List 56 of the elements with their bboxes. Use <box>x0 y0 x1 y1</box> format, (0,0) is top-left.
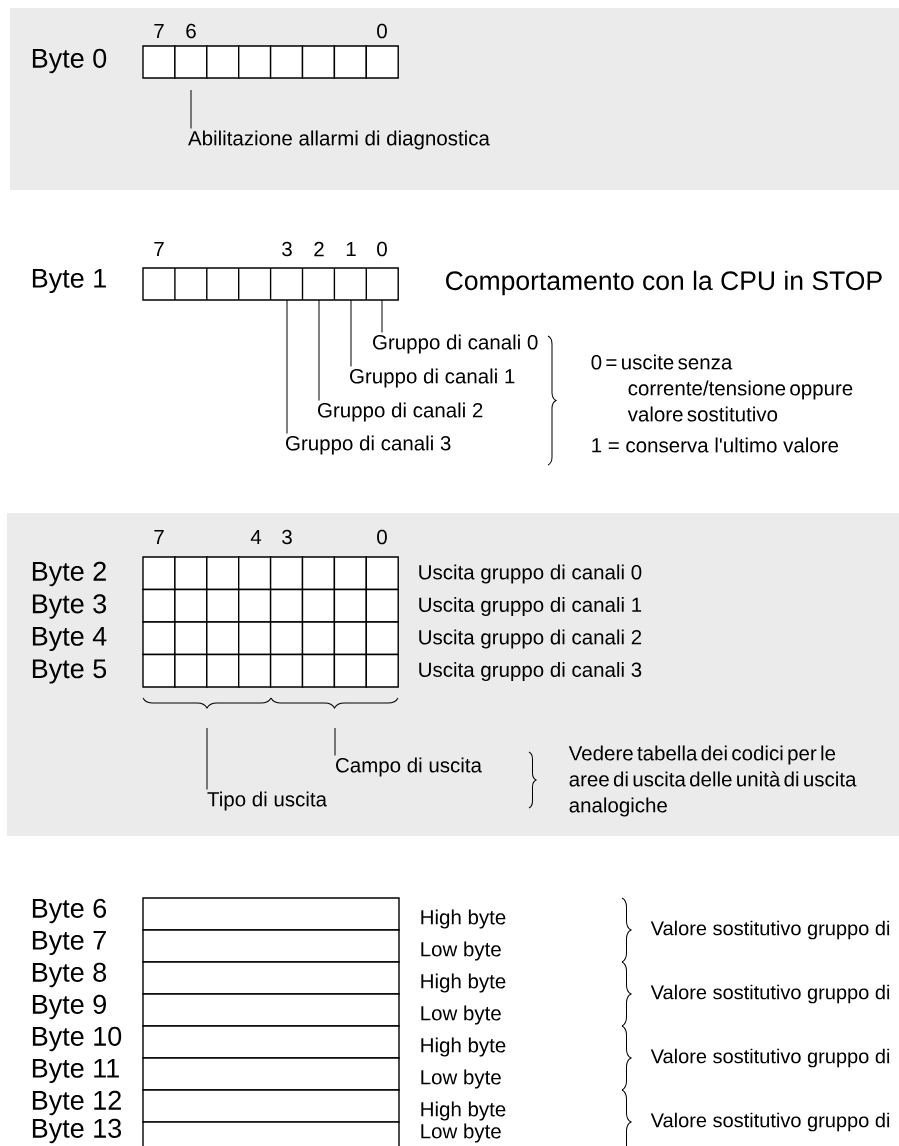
byte-label: Byte 3 <box>32 594 107 619</box>
note-text: Valore sostitutivo gruppo di <box>650 920 890 940</box>
note-text: Valore sostitutivo gruppo di <box>650 984 890 1004</box>
row-label: Uscita gruppo di canali 1 <box>419 596 642 617</box>
leader-label: Gruppo di canali 2 <box>318 402 483 422</box>
byte-label: Byte 11 <box>32 1058 119 1084</box>
bit-number: 7 <box>154 23 164 39</box>
byte-label: Byte 1 <box>32 268 106 294</box>
byte-label: Byte 4 <box>32 626 107 652</box>
byte-label: Byte 7 <box>32 930 106 956</box>
leader-line <box>286 299 288 434</box>
heading-text: Comportamento con la CPU in STOP <box>446 270 882 296</box>
byte-label: Byte 5 <box>32 659 107 684</box>
note-text: Vedere tabella dei codici per le aree di uscita delle unità di uscita analogiche <box>568 745 857 817</box>
leader-line <box>381 299 383 333</box>
row-label: Low byte <box>421 941 501 961</box>
row-label: Uscita gruppo di canali 0 <box>419 564 642 584</box>
leader-label: Campo di uscita <box>336 757 482 777</box>
leader-label: Gruppo di canali 1 <box>350 368 515 388</box>
byte-label: Byte 6 <box>32 898 107 924</box>
row-label: Uscita gruppo di canali 2 <box>419 629 642 649</box>
bit-number: 3 <box>282 529 292 545</box>
row-label: Uscita gruppo di canali 3 <box>419 661 642 682</box>
row-label: High byte <box>421 909 506 929</box>
byte-label: Byte 2 <box>32 561 106 587</box>
byte-label: Byte 9 <box>32 994 106 1020</box>
row-label: Low byte <box>421 1069 501 1089</box>
note-text: Valore sostitutivo gruppo di <box>650 1112 890 1132</box>
bit-number: 0 <box>377 23 387 39</box>
leader-line <box>350 299 352 367</box>
leader-line <box>334 727 336 756</box>
byte-label: Byte 8 <box>32 962 107 988</box>
bit-number: 4 <box>250 529 262 545</box>
leader-line <box>190 89 192 129</box>
leader-line <box>318 299 320 401</box>
leader-label: Gruppo di canali 0 <box>373 334 538 354</box>
bit-number: 0 <box>377 529 387 545</box>
byte-label: Byte 0 <box>32 48 107 74</box>
register-drawing <box>142 267 399 301</box>
byte-label: Byte 13 <box>32 1118 122 1144</box>
leader-label: Gruppo di canali 3 <box>286 435 451 455</box>
leader-label: Tipo di uscita <box>207 791 327 811</box>
bit-number: 7 <box>154 529 164 545</box>
row-label: High byte <box>421 973 506 993</box>
note-text: Valore sostitutivo gruppo di <box>650 1048 890 1068</box>
byte-label: Byte 12 <box>32 1090 121 1116</box>
note-text: 0 = uscite senza corrente/tensione oppure valore sostitutivo <box>591 354 853 422</box>
byte-label: Byte 10 <box>32 1026 122 1052</box>
row-label: High byte <box>421 1101 506 1121</box>
leader-label: Abilitazione allarmi di diagnostica <box>188 130 490 150</box>
bit-number: 6 <box>186 23 196 39</box>
note-text: 1 = conserva l'ultimo valore <box>592 437 839 453</box>
row-label: High byte <box>421 1037 506 1057</box>
row-label: Low byte <box>421 1005 501 1025</box>
row-label: Low byte <box>421 1123 501 1143</box>
leader-line <box>206 727 208 790</box>
